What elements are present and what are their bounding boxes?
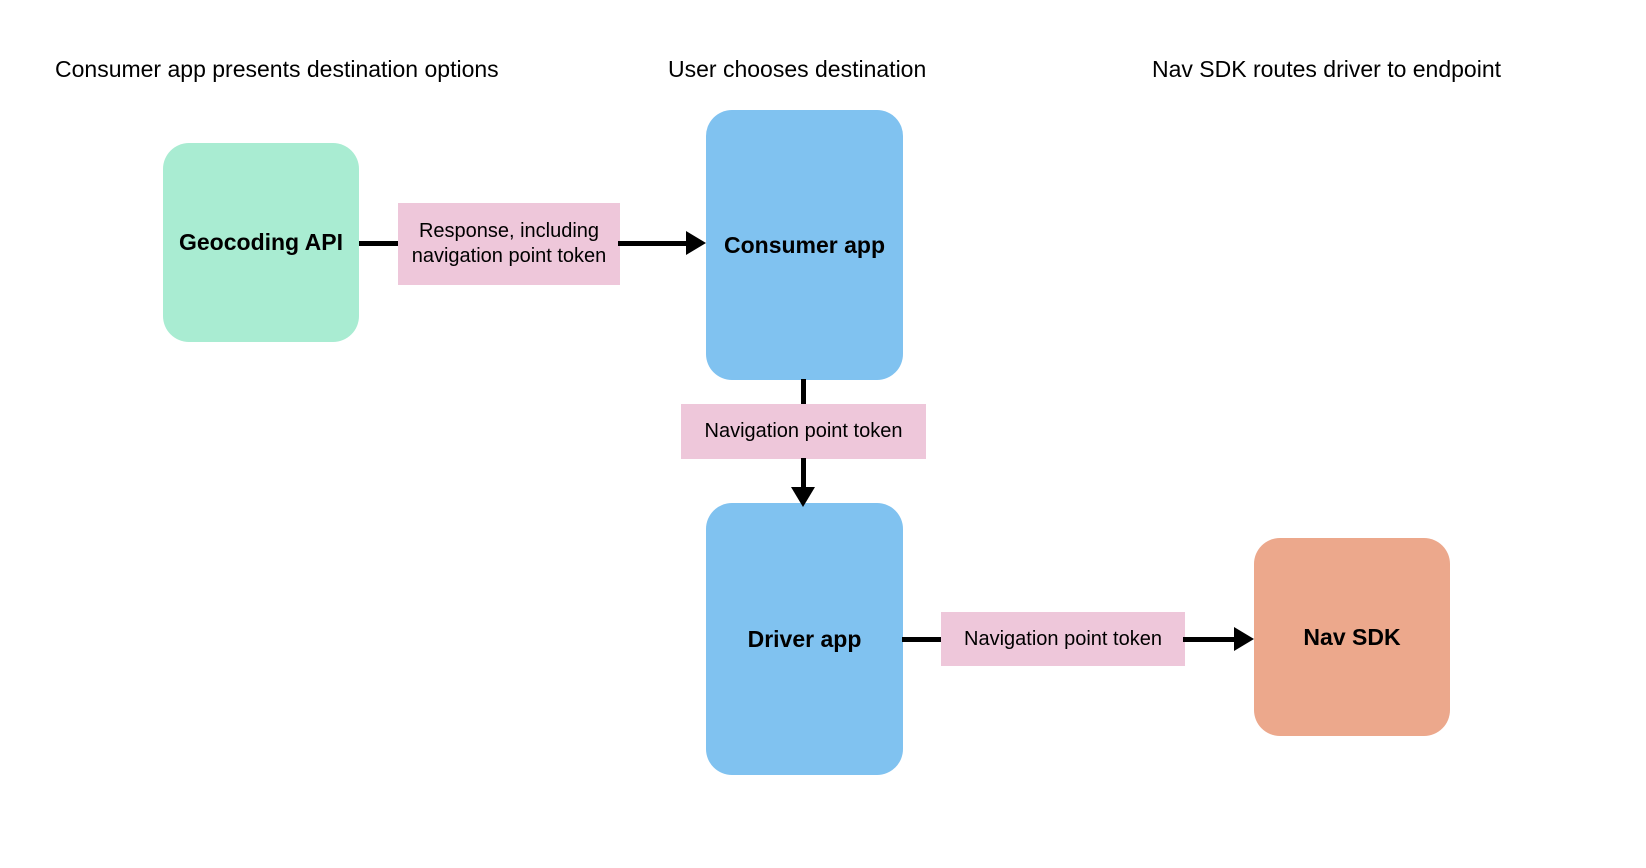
- connector-geocoding-to-label: [359, 241, 401, 246]
- node-nav-sdk[interactable]: Nav SDK: [1254, 538, 1450, 736]
- connector-label-to-driver-app: [801, 458, 806, 490]
- column-heading-nav-sdk: Nav SDK routes driver to endpoint: [1152, 56, 1502, 82]
- arrowhead-down-icon: [791, 487, 815, 507]
- node-geocoding-api[interactable]: Geocoding API: [163, 143, 359, 342]
- arrowhead-right-icon: [1234, 627, 1254, 651]
- connector-label-to-nav-sdk: [1183, 637, 1237, 642]
- edge-label-navigation-point-token-consumer-driver: Navigation point token: [681, 404, 926, 459]
- connector-consumer-app-to-label: [801, 379, 806, 407]
- node-driver-app[interactable]: Driver app: [706, 503, 903, 775]
- node-consumer-app[interactable]: Consumer app: [706, 110, 903, 380]
- column-heading-user-chooses: User chooses destination: [668, 56, 927, 82]
- connector-driver-app-to-label: [902, 637, 944, 642]
- edge-label-navigation-point-token-driver-navsdk: Navigation point token: [941, 612, 1185, 666]
- column-heading-consumer-app: Consumer app presents destination option…: [55, 56, 499, 82]
- arrowhead-right-icon: [686, 231, 706, 255]
- connector-label-to-consumer-app: [618, 241, 690, 246]
- edge-label-response-including-navigation-point-token: Response, including navigation point tok…: [398, 203, 620, 285]
